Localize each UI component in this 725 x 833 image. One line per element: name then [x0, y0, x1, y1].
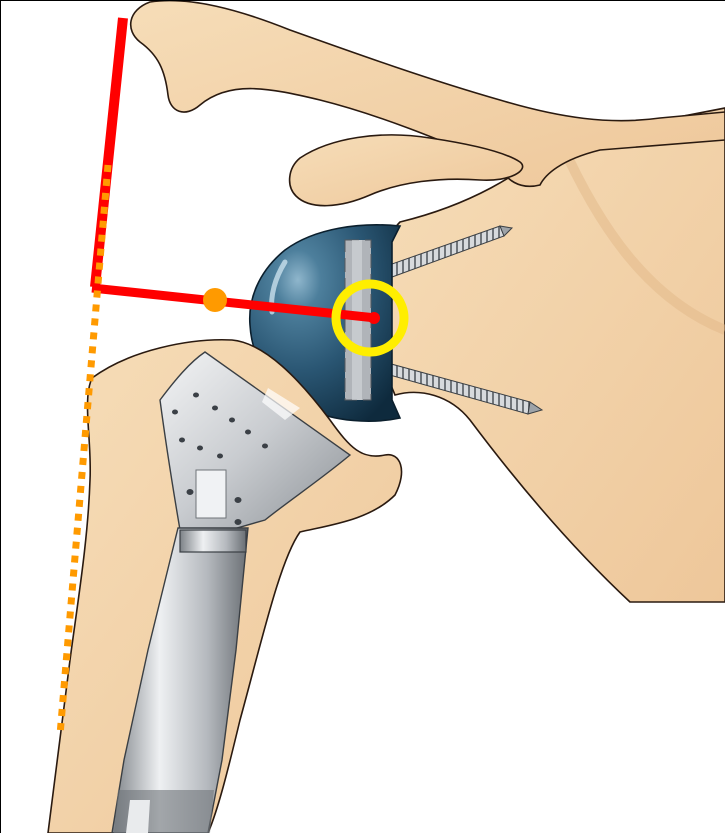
red-center-point	[368, 312, 380, 324]
scapula-icon	[376, 108, 725, 602]
orange-dot-marker	[203, 288, 227, 312]
